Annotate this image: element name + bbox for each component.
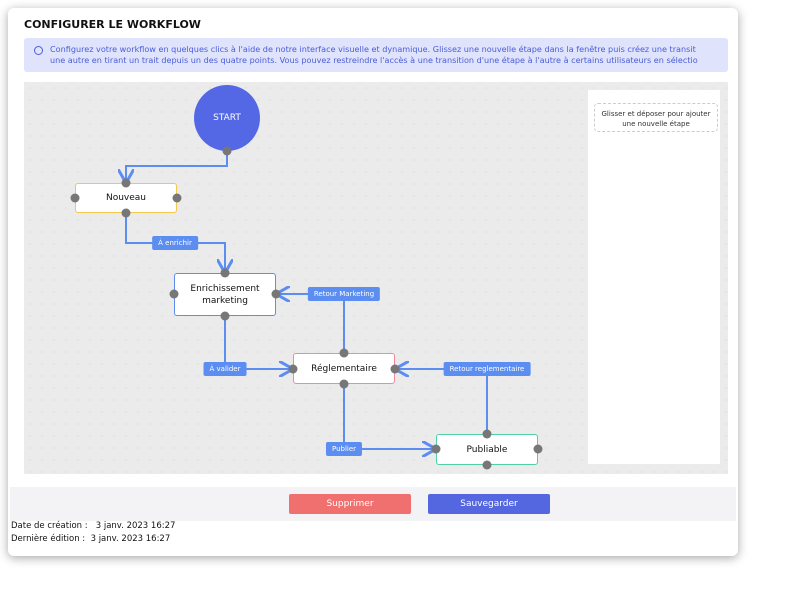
edited-date: Dernière édition : 3 janv. 2023 16:27 [11,534,170,544]
edited-value: 3 janv. 2023 16:27 [90,534,171,544]
transition-a-valider[interactable]: À valider [203,362,247,376]
node-publiable[interactable]: Publiable [436,434,538,465]
edge-retour-reglementaire [397,369,488,434]
start-node[interactable]: START [194,85,260,151]
delete-button[interactable]: Supprimer [289,494,411,514]
node-enrichissement[interactable]: Enrichissement marketing [174,273,276,316]
info-line-1: Configurez votre workflow en quelques cl… [50,44,696,54]
info-line-2: une autre en tirant un trait depuis un d… [50,55,698,65]
connection-handle[interactable] [482,429,492,439]
connection-handle[interactable] [121,208,131,218]
transition-a-enrichir[interactable]: À enrichir [152,236,198,250]
connection-handle[interactable] [339,379,349,389]
connection-handle[interactable] [70,193,80,203]
edge-publier [343,384,434,449]
step-palette [588,90,720,464]
connection-handle[interactable] [431,444,441,454]
connection-handle[interactable] [172,193,182,203]
info-icon [34,46,43,55]
transition-retour-marketing[interactable]: Retour Marketing [307,287,381,301]
created-label: Date de création : [11,521,88,531]
connection-handle[interactable] [222,146,232,156]
created-value: 3 janv. 2023 16:27 [95,521,176,531]
connection-handle[interactable] [271,289,281,299]
transition-retour-reglementaire[interactable]: Retour reglementaire [443,362,531,376]
connection-handle[interactable] [288,364,298,374]
connection-handle[interactable] [482,460,492,470]
edge-retour-marketing [278,294,345,353]
connection-handle[interactable] [121,178,131,188]
transition-publier[interactable]: Publier [325,442,363,456]
edge-start-nouveau [126,151,228,181]
connection-handle[interactable] [169,289,179,299]
connection-handle[interactable] [220,268,230,278]
connection-handle[interactable] [533,444,543,454]
new-step-draggable[interactable]: Glisser et déposer pour ajouter une nouv… [594,103,718,132]
connection-handle[interactable] [220,311,230,321]
created-date: Date de création : 3 janv. 2023 16:27 [11,521,175,531]
info-banner: Configurez votre workflow en quelques cl… [24,38,728,72]
connection-handle[interactable] [390,364,400,374]
connection-handle[interactable] [339,348,349,358]
edited-label: Dernière édition : [11,534,86,544]
page-title: CONFIGURER LE WORKFLOW [24,18,201,31]
save-button[interactable]: Sauvegarder [428,494,550,514]
